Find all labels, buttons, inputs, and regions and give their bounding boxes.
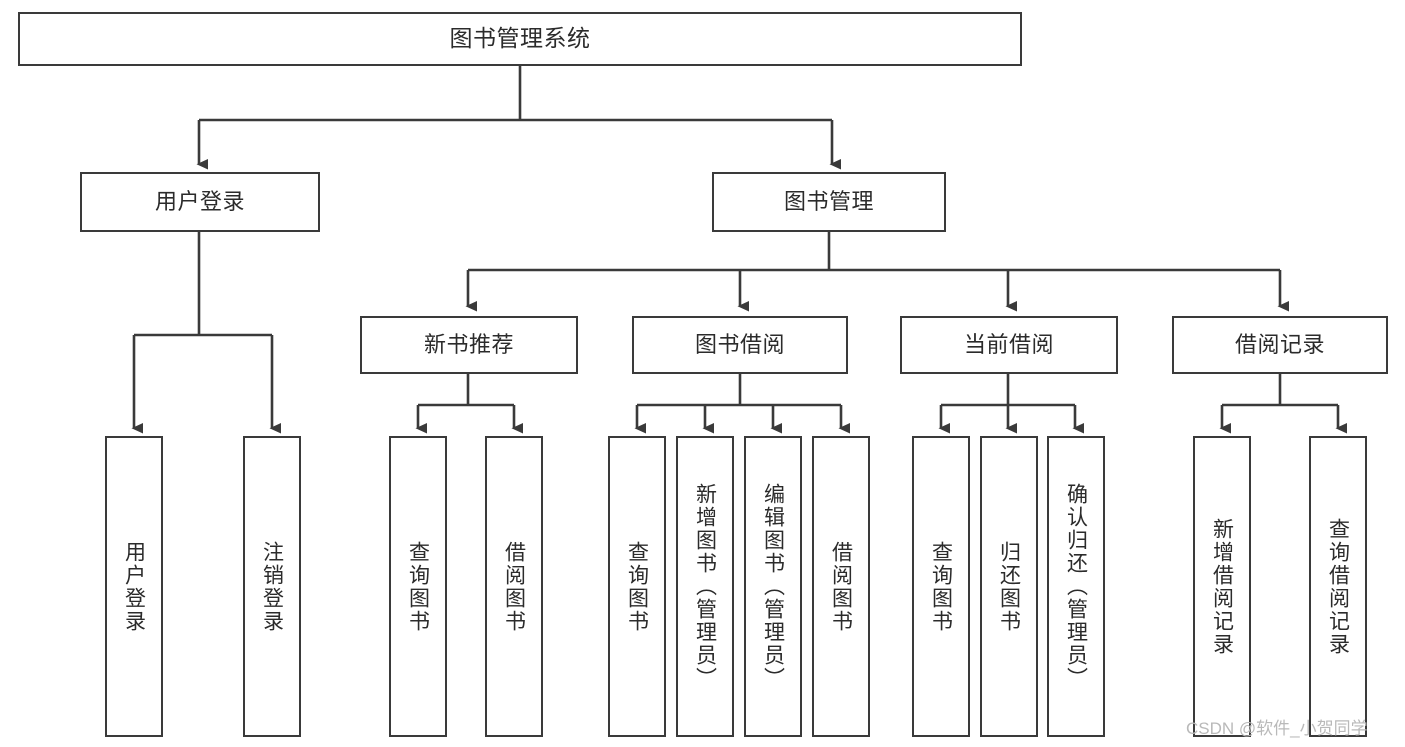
node-label: 注销登录 — [260, 540, 284, 633]
node-label: 图书管理系统 — [449, 25, 591, 52]
node-book-borrow[interactable]: 图书借阅 — [632, 316, 848, 374]
node-label: 查询图书 — [929, 540, 953, 633]
node-leaf-confirm-return[interactable]: 确认归还（管理员） — [1047, 436, 1105, 737]
node-leaf-query-record[interactable]: 查询借阅记录 — [1309, 436, 1367, 737]
node-label: 用户登录 — [154, 189, 245, 215]
node-label: 新增图书（管理员） — [693, 483, 717, 690]
node-label: 新书推荐 — [423, 332, 514, 358]
node-leaf-return-book[interactable]: 归还图书 — [980, 436, 1038, 737]
node-user-login[interactable]: 用户登录 — [80, 172, 320, 232]
node-label: 图书管理 — [783, 189, 874, 215]
node-label: 归还图书 — [997, 540, 1021, 633]
node-leaf-logout[interactable]: 注销登录 — [243, 436, 301, 737]
node-new-book-recommend[interactable]: 新书推荐 — [360, 316, 578, 374]
node-label: 编辑图书（管理员） — [761, 483, 785, 690]
node-book-manage[interactable]: 图书管理 — [712, 172, 946, 232]
node-leaf-query-book-2[interactable]: 查询图书 — [608, 436, 666, 737]
node-label: 借阅图书 — [502, 540, 526, 633]
node-label: 用户登录 — [122, 540, 146, 633]
node-root-system[interactable]: 图书管理系统 — [18, 12, 1022, 66]
node-label: 图书借阅 — [694, 332, 785, 358]
node-label: 新增借阅记录 — [1210, 517, 1234, 656]
node-label: 确认归还（管理员） — [1064, 483, 1088, 690]
node-label: 查询借阅记录 — [1326, 517, 1350, 656]
node-label: 借阅图书 — [829, 540, 853, 633]
node-label: 查询图书 — [406, 540, 430, 633]
node-label: 借阅记录 — [1234, 332, 1325, 358]
node-leaf-query-book-1[interactable]: 查询图书 — [389, 436, 447, 737]
node-leaf-borrow-book-2[interactable]: 借阅图书 — [812, 436, 870, 737]
node-leaf-add-record[interactable]: 新增借阅记录 — [1193, 436, 1251, 737]
watermark: CSDN @软件_小贺同学 — [1186, 719, 1368, 738]
node-current-borrow[interactable]: 当前借阅 — [900, 316, 1118, 374]
node-label: 查询图书 — [625, 540, 649, 633]
node-leaf-edit-book[interactable]: 编辑图书（管理员） — [744, 436, 802, 737]
node-leaf-user-login[interactable]: 用户登录 — [105, 436, 163, 737]
node-borrow-record[interactable]: 借阅记录 — [1172, 316, 1388, 374]
node-label: 当前借阅 — [963, 332, 1054, 358]
node-leaf-query-book-3[interactable]: 查询图书 — [912, 436, 970, 737]
node-leaf-add-book[interactable]: 新增图书（管理员） — [676, 436, 734, 737]
node-leaf-borrow-book-1[interactable]: 借阅图书 — [485, 436, 543, 737]
